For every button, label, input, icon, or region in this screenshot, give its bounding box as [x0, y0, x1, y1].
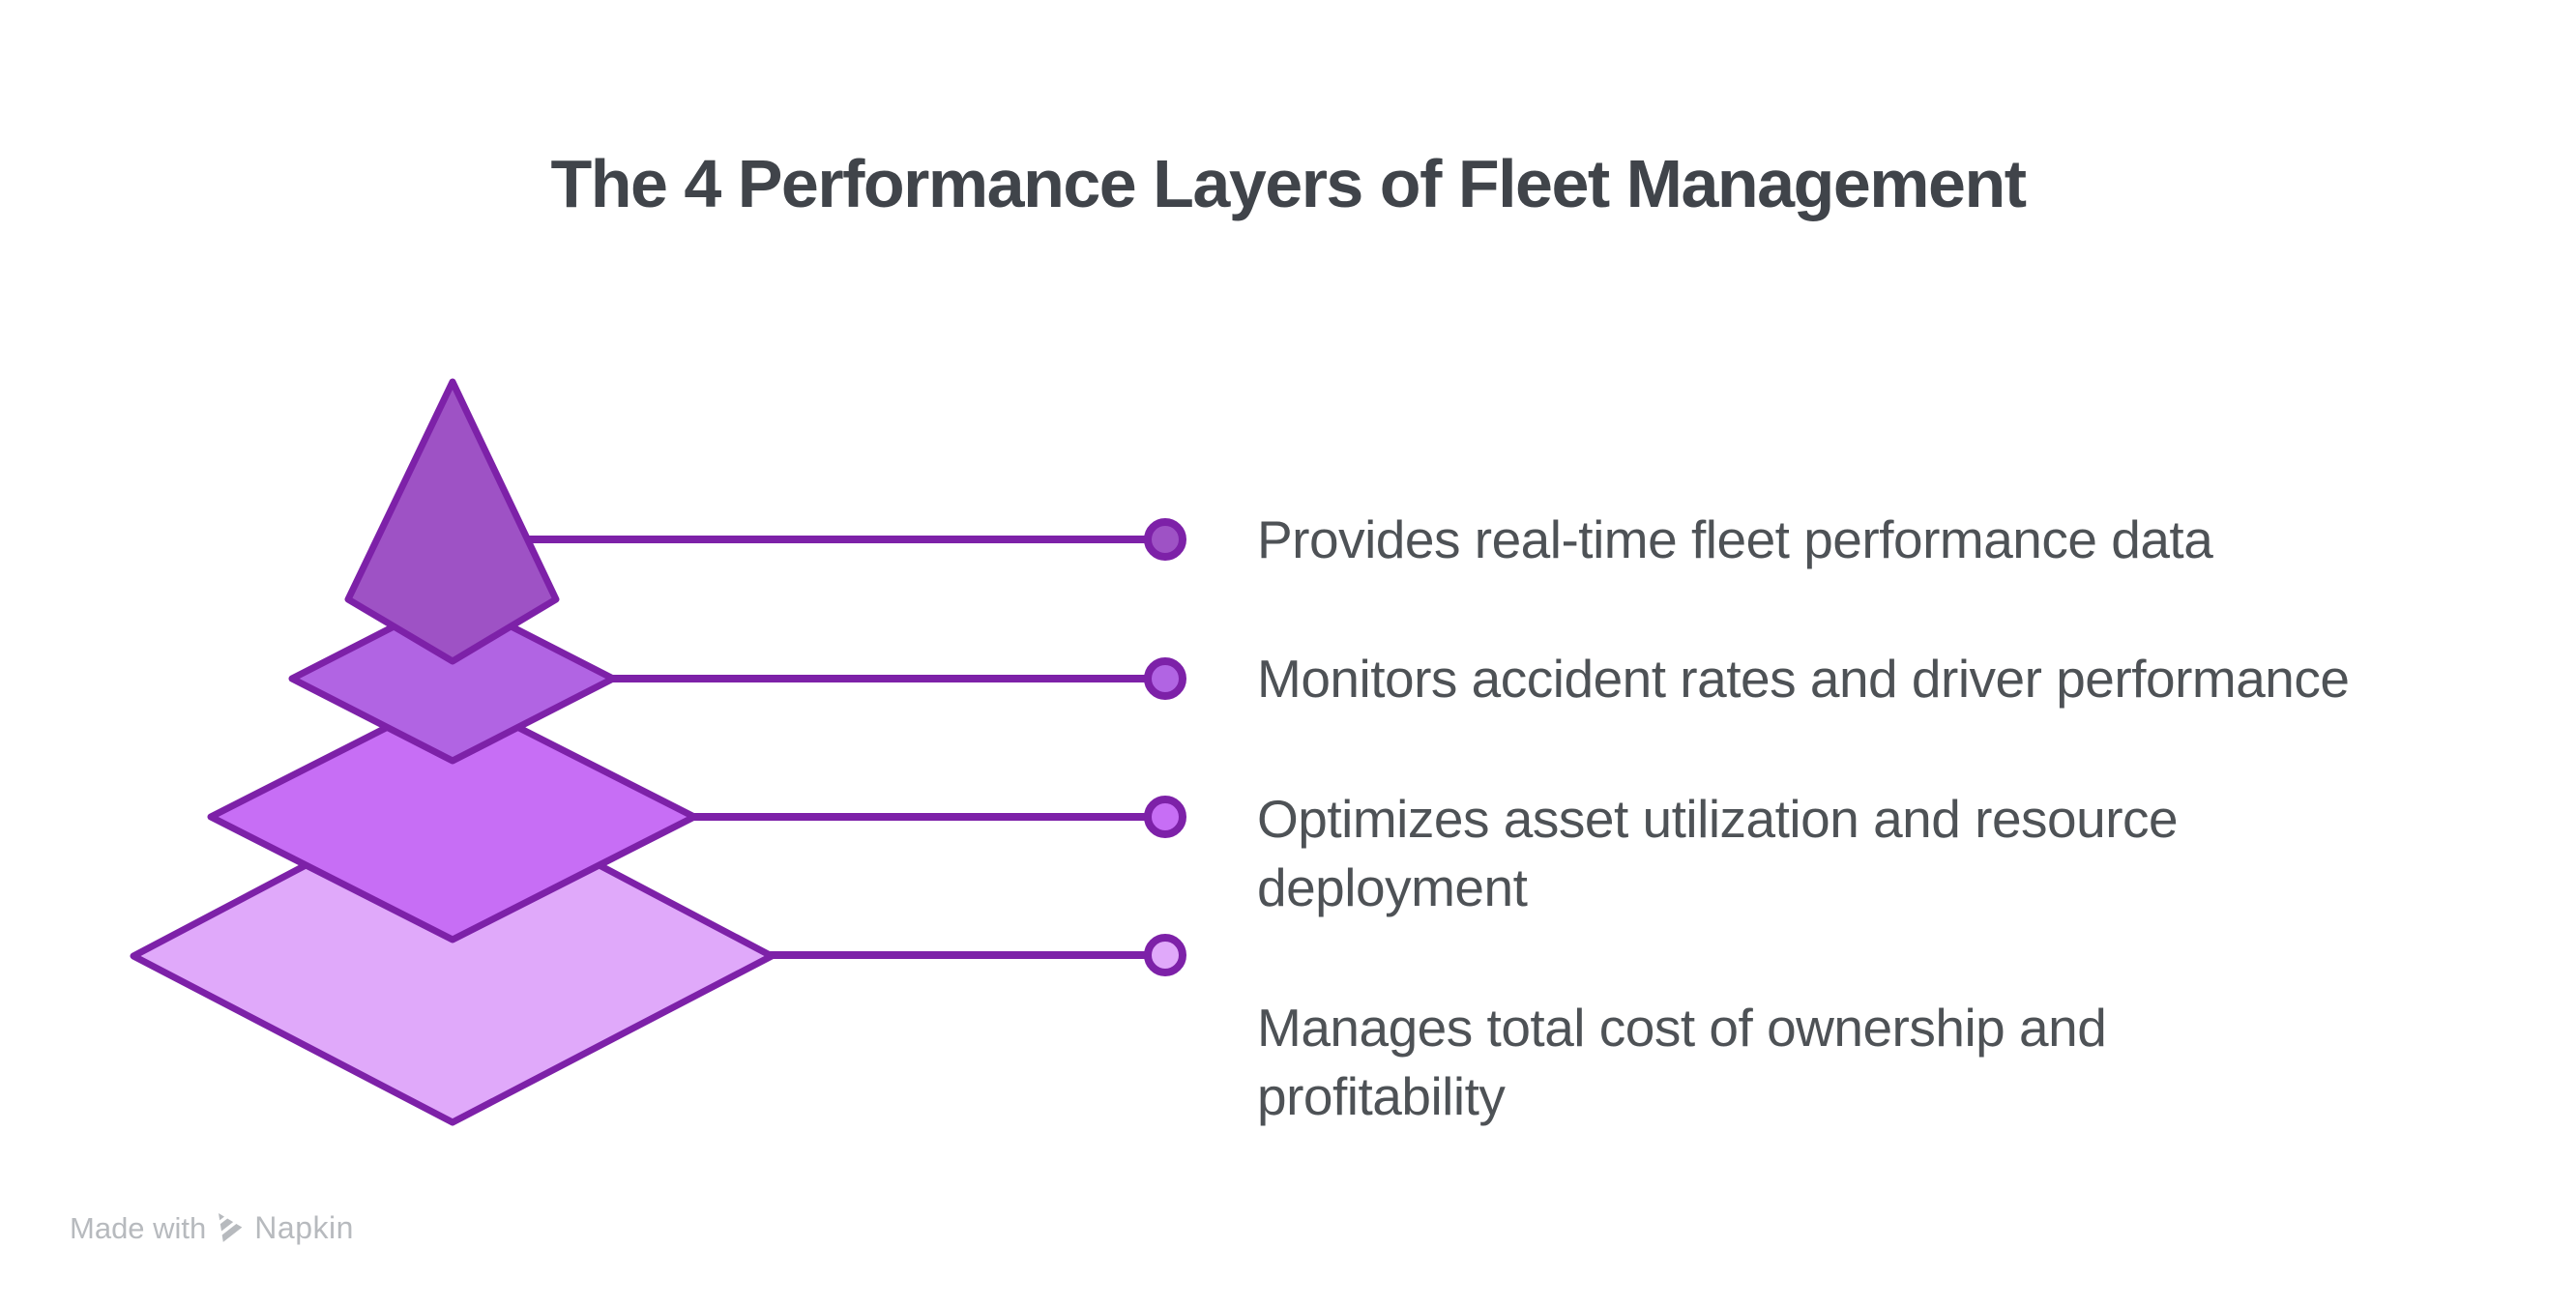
layer-1-label: Provides real-time fleet performance dat…: [1257, 509, 2213, 569]
bullet-circle-4: [1144, 934, 1186, 976]
diagram-title: The 4 Performance Layers of Fleet Manage…: [550, 146, 2027, 221]
layer-3-label: Optimizes asset utilization and resource…: [1257, 789, 2179, 917]
napkin-logo-icon: [219, 1212, 244, 1243]
watermark: Made with Napkin: [70, 1210, 354, 1246]
layer-2-label: Monitors accident rates and driver perfo…: [1257, 649, 2350, 709]
layer-1-shape: [344, 378, 560, 665]
layer-4-shape: [130, 784, 776, 1126]
watermark-prefix: Made with: [70, 1210, 207, 1245]
bullet-circle-2: [1144, 657, 1186, 700]
bullet-circle-3: [1144, 796, 1186, 838]
layer-2-shape: [288, 593, 617, 765]
bullet-circle-1: [1144, 518, 1186, 561]
layer-3-shape: [207, 690, 698, 943]
layer-4-label: Manages total cost of ownership and prof…: [1257, 998, 2107, 1126]
watermark-brand: Napkin: [254, 1210, 354, 1245]
